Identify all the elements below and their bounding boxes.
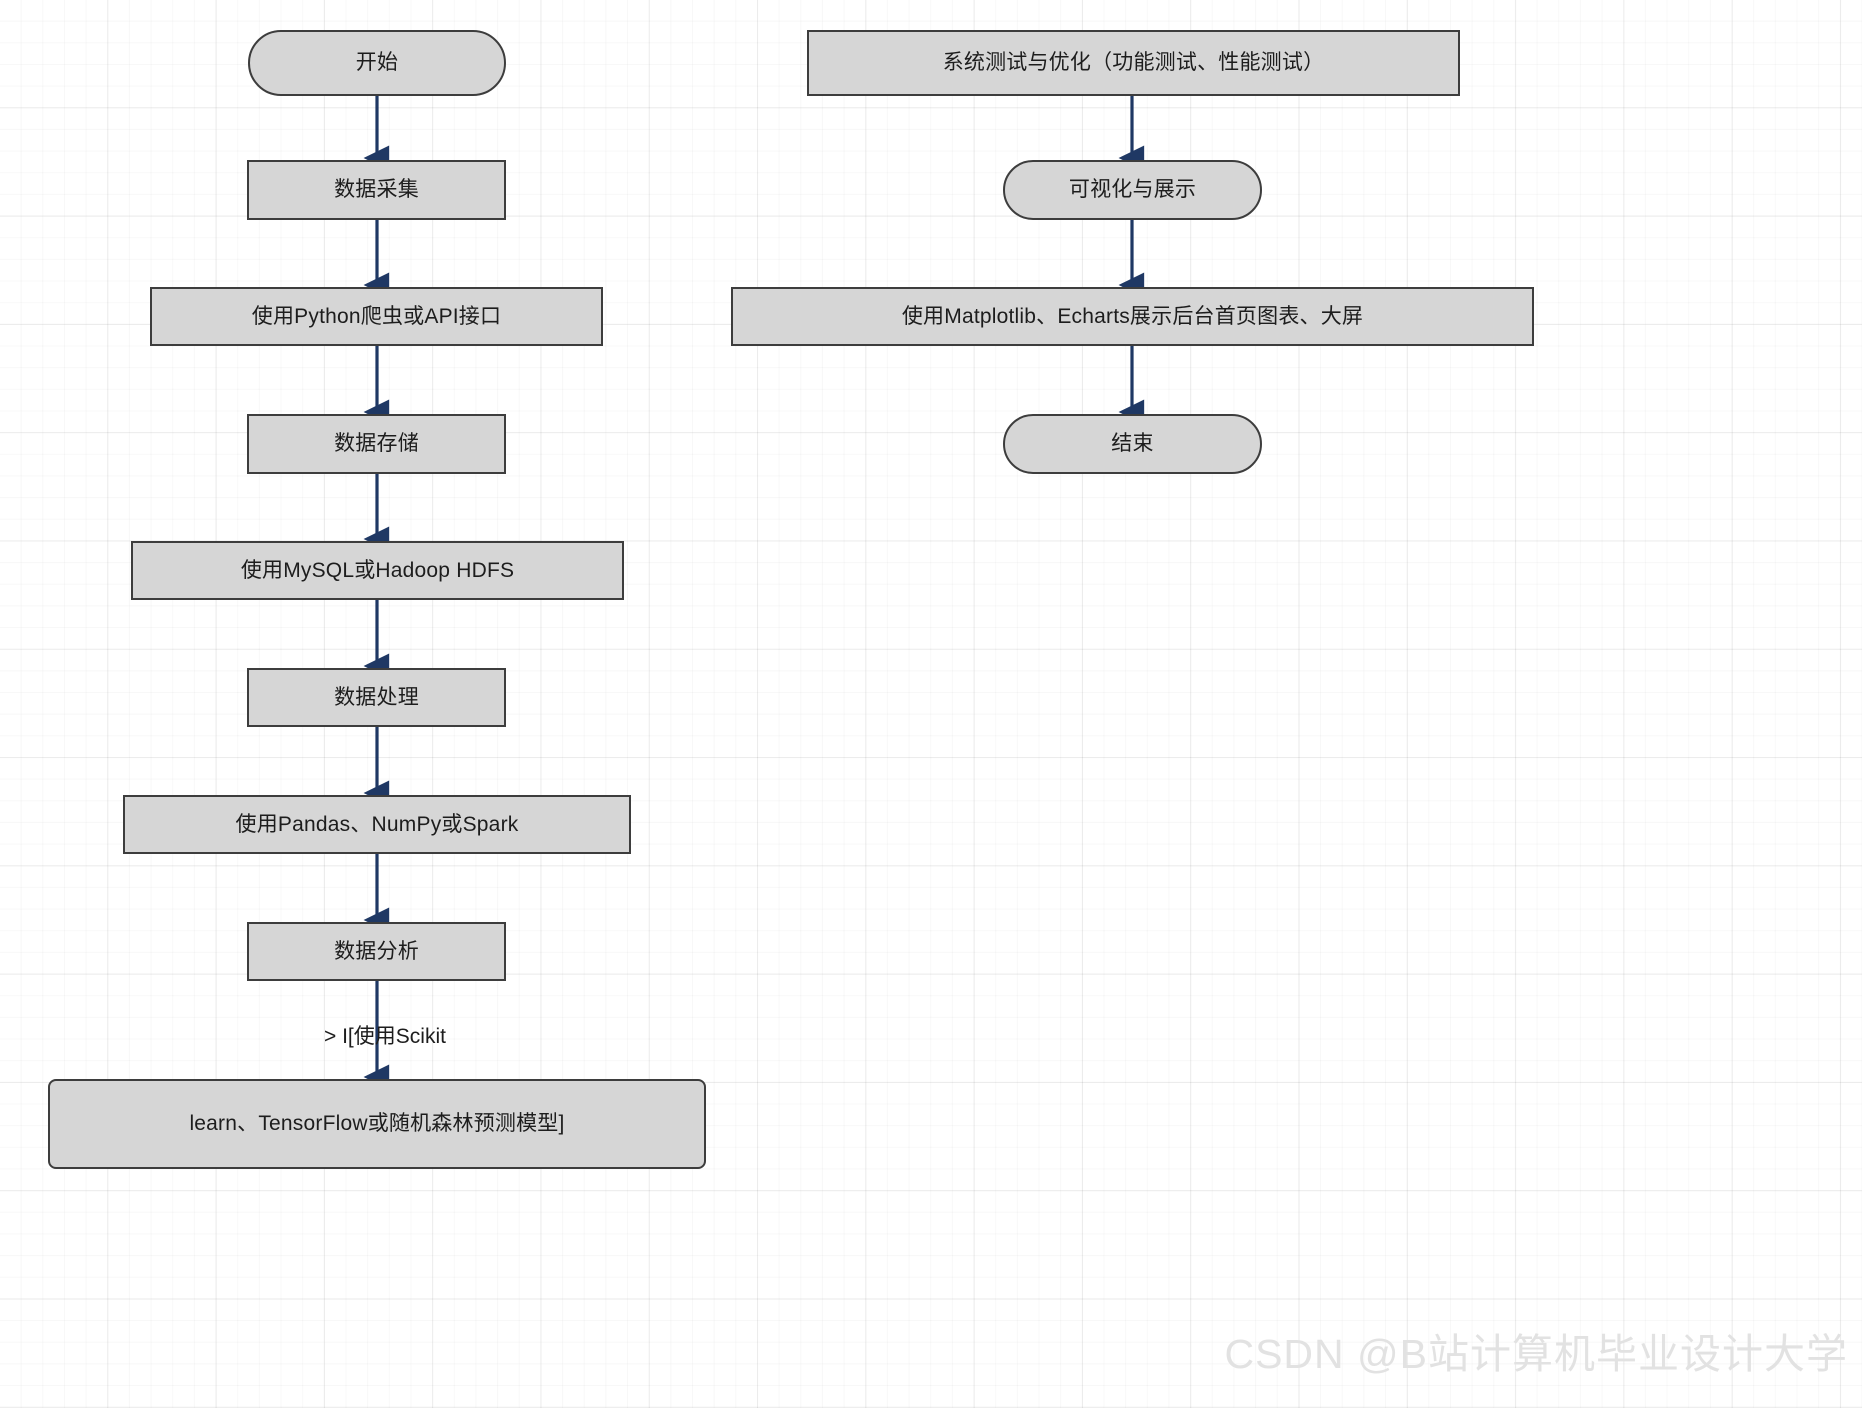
node-label-store_do: 使用MySQL或Hadoop HDFS	[240, 558, 515, 582]
node-visual_do[interactable]: 使用Matplotlib、Echarts展示后台首页图表、大屏	[731, 287, 1534, 346]
node-collect[interactable]: 数据采集	[247, 160, 506, 220]
node-label-process: 数据处理	[334, 685, 419, 709]
node-store[interactable]: 数据存储	[247, 414, 506, 474]
node-label-start: 开始	[355, 51, 399, 75]
node-analyze[interactable]: 数据分析	[247, 922, 506, 981]
node-label-test: 系统测试与优化（功能测试、性能测试）	[942, 51, 1325, 75]
node-process[interactable]: 数据处理	[247, 668, 506, 727]
node-label-visual_do: 使用Matplotlib、Echarts展示后台首页图表、大屏	[901, 304, 1364, 328]
node-label-collect: 数据采集	[334, 178, 419, 202]
node-process_do[interactable]: 使用Pandas、NumPy或Spark	[123, 795, 631, 854]
node-collect_do[interactable]: 使用Python爬虫或API接口	[150, 287, 603, 346]
node-label-visual: 可视化与展示	[1068, 178, 1197, 202]
node-start[interactable]: 开始	[248, 30, 506, 96]
node-test[interactable]: 系统测试与优化（功能测试、性能测试）	[807, 30, 1460, 96]
node-model[interactable]: learn、TensorFlow或随机森林预测模型]	[48, 1079, 706, 1169]
node-label-model: learn、TensorFlow或随机森林预测模型]	[189, 1112, 565, 1136]
node-label-collect_do: 使用Python爬虫或API接口	[251, 304, 502, 328]
node-label-analyze: 数据分析	[334, 939, 419, 963]
node-label-end: 结束	[1111, 432, 1154, 456]
edge-label-label-scikit: > I[使用Scikit	[324, 1025, 446, 1048]
csdn-watermark: CSDN @B站计算机毕业设计大学	[1224, 1331, 1848, 1377]
node-label-process_do: 使用Pandas、NumPy或Spark	[235, 812, 519, 836]
node-store_do[interactable]: 使用MySQL或Hadoop HDFS	[131, 541, 624, 600]
node-end[interactable]: 结束	[1003, 414, 1262, 474]
node-visual[interactable]: 可视化与展示	[1003, 160, 1262, 220]
node-label-store: 数据存储	[334, 432, 419, 456]
